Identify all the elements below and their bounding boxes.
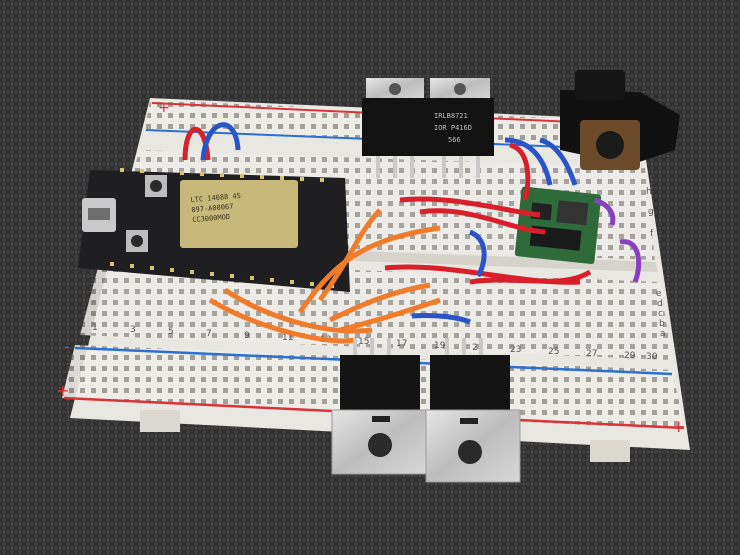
col-letter: g	[648, 207, 654, 217]
terminal-strip-lower	[80, 260, 672, 360]
blue-jumper-top-left	[200, 122, 241, 161]
row-num: 3	[130, 325, 136, 335]
col-letter: a	[660, 329, 666, 339]
wifi-module	[180, 180, 298, 248]
chip-label-line: CC3000MOD	[192, 213, 230, 224]
transistor-bottom-right	[425, 338, 521, 483]
col-letter: c	[658, 309, 663, 319]
mosfet-label-line: 566	[448, 136, 461, 144]
row-num: 17	[396, 339, 407, 349]
blue-wire	[504, 137, 553, 186]
row-num: 29	[624, 351, 636, 361]
blue-wire	[539, 137, 578, 186]
row-num: 15	[358, 337, 369, 347]
row-num: 11	[282, 333, 293, 343]
orange-wire	[317, 208, 382, 302]
breadboard: + + + - 1 3 5 7 9 11 13 15 17 19 21 23 2…	[56, 98, 690, 450]
microcontroller-board: LTC 14088 45 097-A00067 CC3000MOD	[78, 168, 350, 292]
transistor-bottom-left	[331, 338, 427, 475]
rail-minus-bottom-left: -	[64, 337, 70, 356]
mosfet-label-line: IRLB8721	[434, 112, 468, 120]
rail-plus-bottom-right: +	[672, 417, 685, 436]
breadboard-tab	[590, 440, 630, 462]
row-num: 21	[472, 343, 483, 353]
mosfet-top-left	[362, 78, 428, 178]
row-num: 23	[510, 345, 521, 355]
row-num: 5	[168, 327, 174, 337]
orange-wire	[208, 297, 356, 344]
mosfet-label-line: IOR P416D	[434, 124, 472, 132]
row-num: 27	[586, 349, 597, 359]
rail-plus-top: +	[158, 100, 170, 116]
row-num: 7	[206, 329, 212, 339]
row-num: 9	[244, 331, 250, 341]
red-wire	[509, 142, 531, 201]
blue-wire	[411, 313, 471, 325]
row-num: 1	[92, 323, 98, 333]
col-letter: d	[657, 299, 663, 309]
col-letter: e	[656, 289, 662, 299]
row-num: 25	[548, 347, 559, 357]
breadboard-tab	[140, 410, 180, 432]
orange-wire	[328, 282, 431, 323]
column-letter-labels: a b c d e f g h	[646, 187, 666, 339]
red-wire	[419, 208, 546, 235]
barrel-jack	[560, 70, 680, 170]
mosfet-top-right: IRLB8721 IOR P416D 566	[426, 78, 494, 178]
header-pins-top	[120, 168, 324, 182]
row-num: 19	[434, 341, 446, 351]
voltage-regulator-module	[514, 186, 602, 265]
row-num: 30	[646, 352, 658, 362]
purple-wire	[594, 197, 616, 226]
col-letter: f	[650, 229, 654, 239]
blue-wire	[468, 229, 487, 278]
col-letter: b	[659, 319, 665, 329]
orange-wire	[223, 287, 373, 334]
col-letter: h	[646, 187, 652, 197]
rail-plus-bottom-left: +	[56, 381, 69, 400]
purple-wire	[619, 239, 642, 283]
red-wire	[469, 269, 592, 285]
chip-label-line: 097-A00067	[191, 203, 234, 215]
red-wire	[399, 196, 541, 218]
orange-wire	[339, 297, 441, 333]
